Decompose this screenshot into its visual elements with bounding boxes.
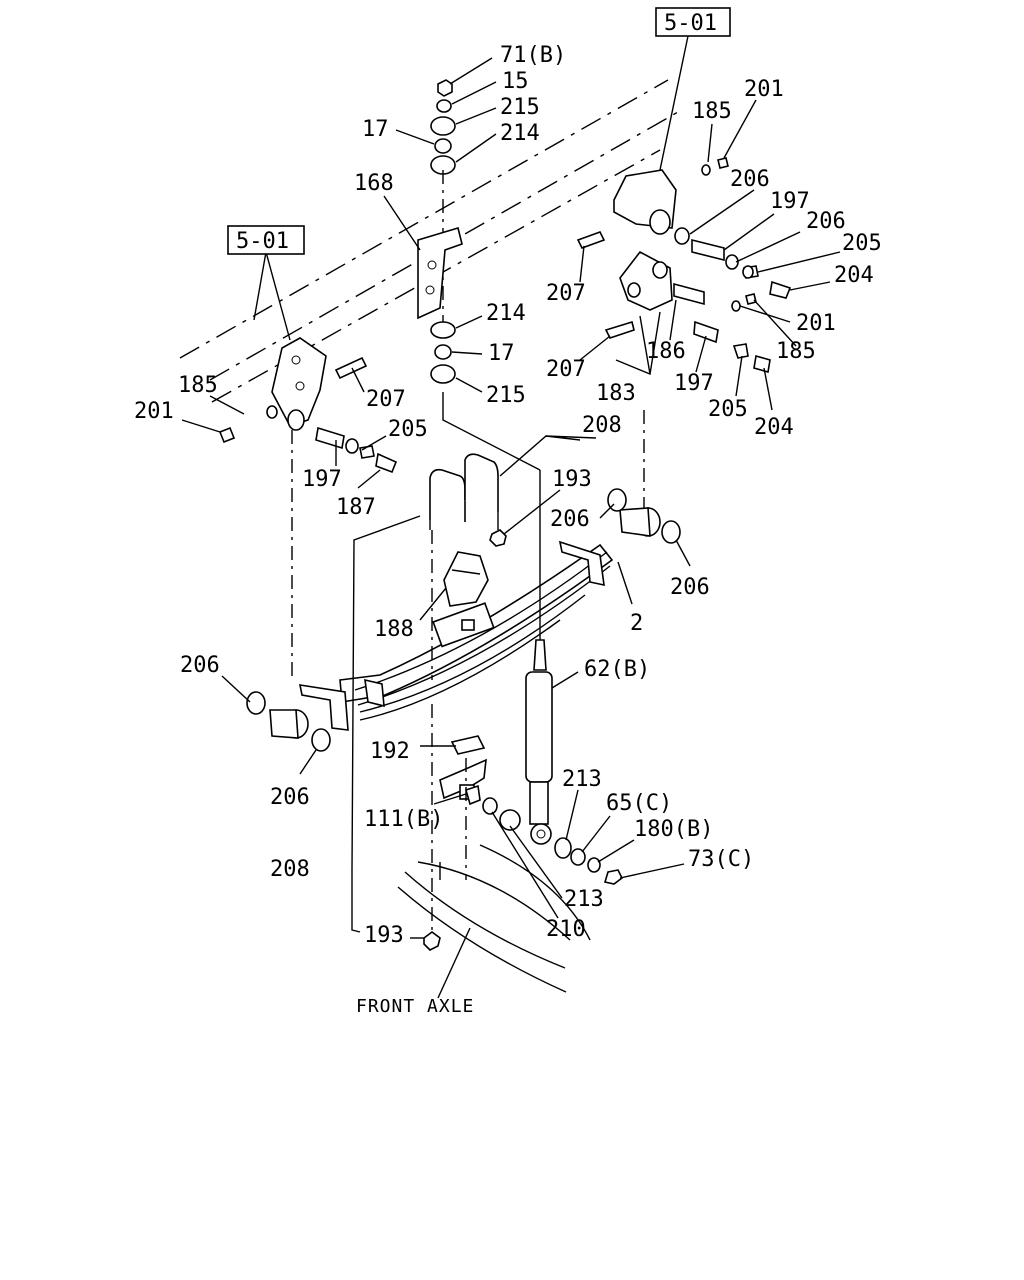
callout-213-bottom[interactable]: 213 [564,887,604,912]
callout-204-right-a[interactable]: 204 [834,263,874,288]
callout-193-bottom[interactable]: 193 [364,923,404,948]
callout-188[interactable]: 188 [374,617,414,642]
alignment-lines [291,392,645,932]
callout-206-right-a[interactable]: 206 [730,167,770,192]
callout-186[interactable]: 186 [646,339,686,364]
u-bolt-nuts [423,529,507,951]
shock-hardware [465,784,624,885]
callout-205-right-b[interactable]: 205 [708,397,748,422]
callout-73c[interactable]: 73(C) [688,847,754,872]
spring-eye-washers [246,488,681,752]
callout-17-bottom[interactable]: 17 [488,341,515,366]
u-bolts [429,453,499,530]
callout-207-left[interactable]: 207 [366,387,406,412]
callout-208-bottom[interactable]: 208 [270,857,310,882]
callout-185-left[interactable]: 185 [178,373,218,398]
callout-205-right-a[interactable]: 205 [842,231,882,256]
callout-206-left-a[interactable]: 206 [180,653,220,678]
callout-214-bottom[interactable]: 214 [486,301,526,326]
callout-193-top[interactable]: 193 [552,467,592,492]
callout-210[interactable]: 210 [546,917,586,942]
callout-206-left-b[interactable]: 206 [270,785,310,810]
callout-180b[interactable]: 180(B) [634,817,713,842]
callout-206-spring-a[interactable]: 206 [550,507,590,532]
callout-71b[interactable]: 71(B) [500,43,566,68]
ref-box-left [227,225,305,255]
callout-215-top[interactable]: 215 [500,95,540,120]
callout-197-right-b[interactable]: 197 [674,371,714,396]
callout-197-right-a[interactable]: 197 [770,189,810,214]
callout-206-spring-b[interactable]: 206 [670,575,710,600]
callout-192[interactable]: 192 [370,739,410,764]
callout-187[interactable]: 187 [336,495,376,520]
callout-197-left[interactable]: 197 [302,467,342,492]
callout-208-top[interactable]: 208 [582,413,622,438]
callout-204-right-b[interactable]: 204 [754,415,794,440]
callout-111b[interactable]: 111(B) [364,807,443,832]
callout-185-right-top[interactable]: 185 [692,99,732,124]
callout-213-top[interactable]: 213 [562,767,602,792]
leader-lines [181,35,841,999]
callout-185-right-b[interactable]: 185 [776,339,816,364]
upper-mount-stack [417,79,463,384]
front-axle-outline [397,844,591,993]
callout-2[interactable]: 2 [630,611,643,636]
callout-207-right-a[interactable]: 207 [546,281,586,306]
callout-65c[interactable]: 65(C) [606,791,672,816]
spring-pad [443,551,489,631]
ref-box-top [655,7,731,37]
callout-214-top[interactable]: 214 [500,121,540,146]
callout-15[interactable]: 15 [502,69,529,94]
callout-206-right-b[interactable]: 206 [806,209,846,234]
callout-62b[interactable]: 62(B) [584,657,650,682]
callout-207-right-b[interactable]: 207 [546,357,586,382]
callout-168[interactable]: 168 [354,171,394,196]
callout-205-left[interactable]: 205 [388,417,428,442]
callout-201-right-b[interactable]: 201 [796,311,836,336]
callout-201-left[interactable]: 201 [134,399,174,424]
leaf-spring [269,507,661,739]
ref-label-top[interactable]: 5-01 [664,11,717,36]
front-axle-caption: FRONT AXLE [356,996,474,1017]
shock-absorber [525,470,553,845]
ref-label-left[interactable]: 5-01 [236,229,289,254]
callout-17-top[interactable]: 17 [362,117,389,142]
callout-183[interactable]: 183 [596,381,636,406]
callout-201-right-top[interactable]: 201 [744,77,784,102]
rear-hanger [218,337,398,474]
callout-215-bottom[interactable]: 215 [486,383,526,408]
callout-labels[interactable]: 5-01 5-01 71(B) 15 215 17 214 168 214 17… [134,11,882,948]
